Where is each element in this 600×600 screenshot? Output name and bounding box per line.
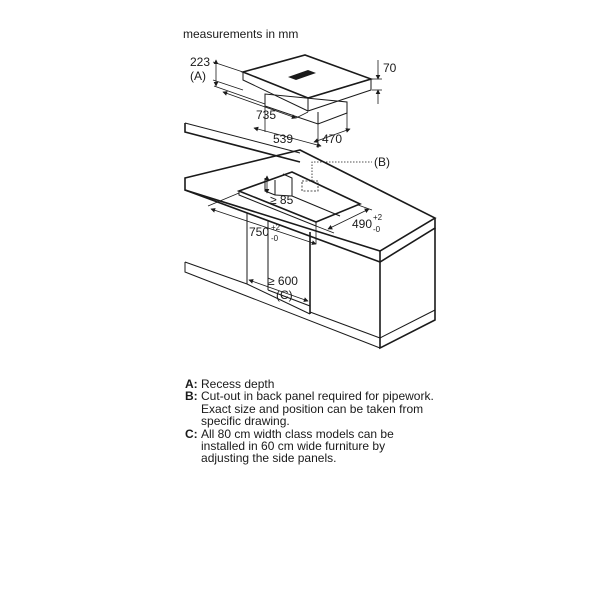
cutout-depth-top-dimension (313, 113, 351, 143)
min-cabinet-width-label: ≥ 600 (268, 274, 298, 288)
cutout-depth-tol-plus: +2 (373, 213, 383, 222)
legend-text-c: All 80 cm width class models can be inst… (201, 426, 394, 466)
cutout-depth-value: 490 (352, 217, 372, 231)
cutout-depth-dimension (315, 204, 373, 234)
hob-height-label: 70 (383, 61, 397, 75)
cutout-width-label: 539 (273, 132, 293, 146)
cutout-length-tol-minus: -0 (271, 234, 279, 243)
recess-depth-label: 223 (190, 55, 210, 69)
cutout-length-label: 750 (249, 225, 269, 239)
legend-key-a: A (185, 377, 194, 391)
legend-item-c: C: All 80 cm width class models can be i… (185, 426, 394, 466)
cutout-depth-label: 490 (352, 217, 372, 231)
legend-item-b: B: Cut-out in back panel required for pi… (185, 389, 434, 429)
marker-b: (B) (374, 155, 390, 169)
hob-width-label: 735 (256, 108, 276, 122)
cutout-length-dimension (207, 192, 317, 245)
legend-key-c: C (185, 426, 194, 441)
legend-key-b: B (185, 389, 194, 404)
cutout-depth-top-label: 470 (322, 132, 342, 146)
min-depth-label: ≥ 85 (270, 193, 294, 207)
vent-slot-icon (288, 70, 316, 80)
measurements-title: measurements in mm (183, 27, 298, 41)
legend-text-a: Recess depth (201, 377, 275, 391)
cutout-length-tol-plus: +2 (271, 223, 281, 232)
legend-text-b: Cut-out in back panel required for pipew… (201, 389, 434, 429)
hob-width-dimension (222, 91, 309, 119)
installation-diagram: measurements in mm 223 (A) 70 735 (183, 27, 437, 350)
marker-a: (A) (190, 69, 206, 83)
hob-height-dimension (372, 60, 382, 104)
cutout-depth-tol-minus: -0 (373, 225, 381, 234)
legend: A: Recess depth B: Cut-out in back panel… (185, 378, 485, 465)
legend-item-a: A: Recess depth (185, 377, 275, 391)
worktop-cutout (236, 171, 362, 227)
back-panel-cutout-icon (301, 180, 319, 192)
marker-c: (C) (276, 288, 293, 302)
cutout-length-value: 750 (249, 225, 269, 239)
worktop (184, 122, 437, 350)
